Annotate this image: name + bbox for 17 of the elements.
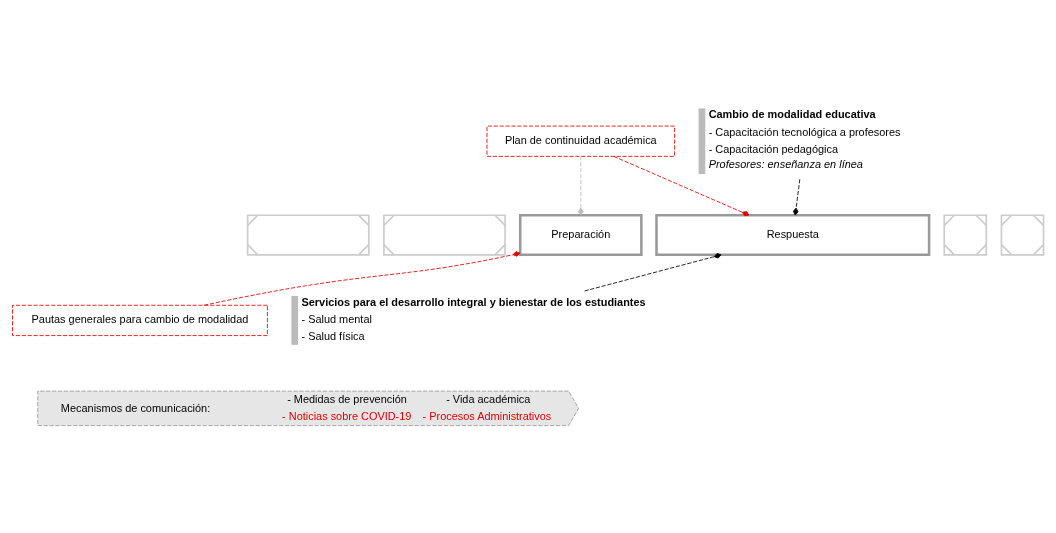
node-box: Pautas generales para cambio de modalidad: [12, 304, 268, 336]
node-label: Cambio de modalidad educativa: [708, 107, 876, 120]
node-label: - Salud física: [301, 329, 365, 342]
connector: [578, 155, 584, 215]
connector: [792, 178, 801, 215]
connector: [613, 155, 750, 216]
node-label: - Capacitación tecnológica a profesores: [708, 125, 901, 138]
node-box: [698, 107, 706, 174]
node-label: Servicios para el desarrollo integral y bienestar de los estudiantes: [301, 295, 646, 308]
node-label: Profesores: enseñanza en línea: [708, 157, 863, 170]
connector: [203, 250, 521, 306]
node-box: [291, 295, 299, 345]
node-box: Preparación: [518, 213, 643, 256]
node-label: - Capacitación pedagógica: [708, 142, 839, 154]
node-label: - Salud mental: [301, 312, 372, 325]
node-box: Plan de continuidad académica: [486, 125, 675, 157]
connector: [584, 252, 722, 291]
